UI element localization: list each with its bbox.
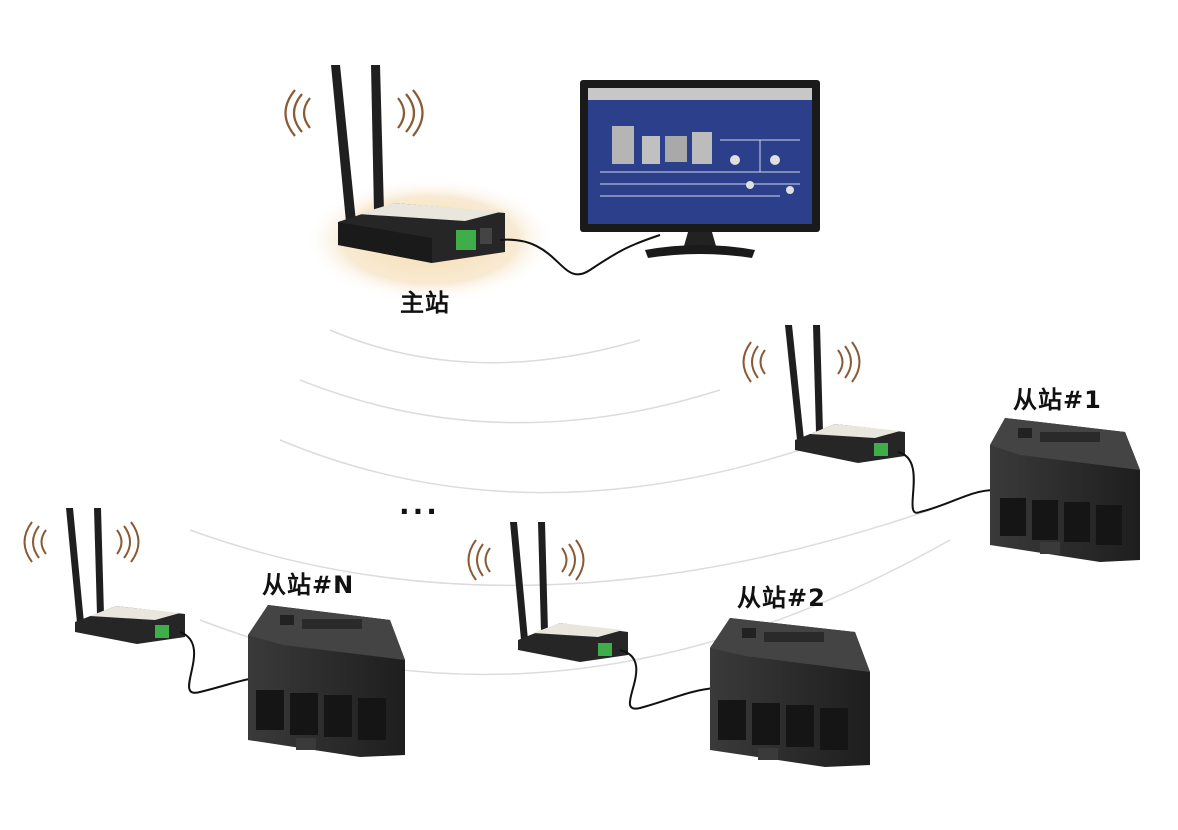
slave-2-label: 从站#2	[737, 584, 826, 612]
slave-station-1	[742, 325, 1140, 562]
antenna	[66, 508, 84, 623]
slave-station-n	[23, 508, 405, 757]
cable	[179, 631, 256, 694]
antenna	[510, 522, 528, 640]
slave-n-label: 从站#N	[262, 571, 355, 599]
radio-arc	[299, 379, 721, 424]
plc-icon	[990, 418, 1140, 562]
antenna	[813, 325, 823, 432]
master-station	[284, 65, 661, 302]
router-icon	[75, 606, 185, 644]
slave-1-label: 从站#1	[1013, 386, 1102, 414]
antenna	[538, 522, 548, 632]
master-station-label: 主站	[400, 289, 450, 317]
monitor-icon	[580, 80, 820, 258]
router-icon	[795, 424, 905, 463]
antenna	[94, 508, 104, 615]
wifi-signal-icon	[467, 539, 585, 581]
cable	[499, 234, 661, 276]
cable	[619, 649, 716, 710]
slave-station-2	[467, 522, 870, 767]
cable	[897, 451, 996, 514]
antenna	[331, 65, 356, 222]
wifi-signal-icon	[23, 521, 140, 563]
scada-screen	[600, 126, 800, 197]
radio-arc	[329, 329, 641, 364]
plc-icon	[710, 618, 870, 767]
router-icon	[338, 203, 505, 263]
ellipsis-label: ...	[399, 488, 440, 521]
radio-arc	[279, 439, 801, 494]
antenna	[371, 65, 384, 212]
router-icon	[518, 623, 628, 662]
wifi-signal-icon	[742, 341, 861, 383]
wifi-signal-icon	[284, 89, 424, 137]
plc-icon	[248, 605, 405, 757]
antenna	[785, 325, 804, 440]
